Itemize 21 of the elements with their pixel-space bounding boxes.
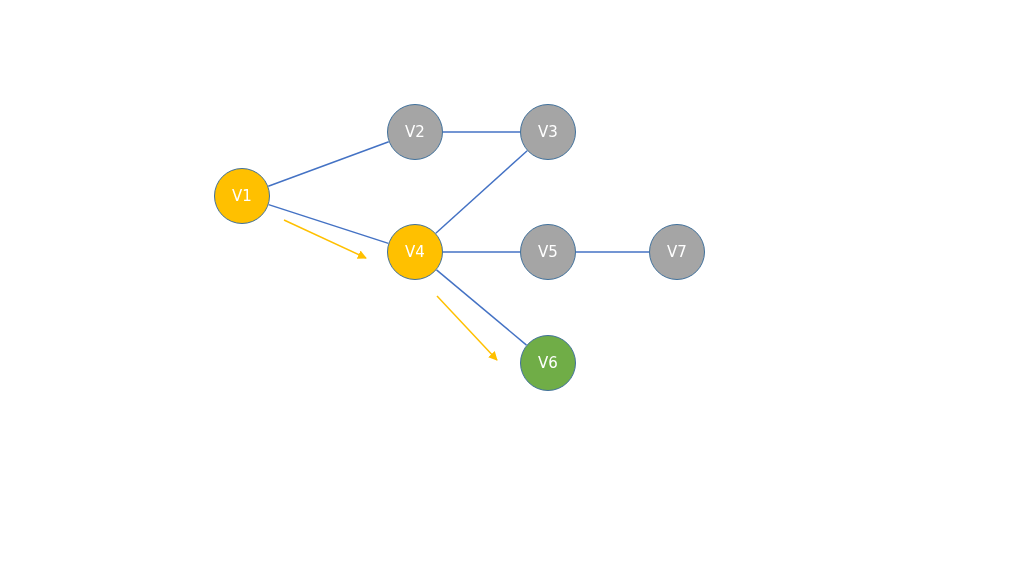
vertex-label: V4	[405, 243, 425, 261]
vertex-circle	[214, 168, 270, 224]
connector-line	[267, 140, 390, 188]
connector-line	[267, 203, 390, 245]
vertex-circle	[520, 335, 576, 391]
vertex-circle	[387, 104, 443, 160]
vertex-label: V5	[538, 243, 558, 261]
connector-line	[435, 150, 528, 234]
vertex-label: V3	[538, 123, 558, 141]
connector-line	[575, 251, 650, 253]
connector-line	[435, 269, 528, 346]
vertex-circle	[520, 224, 576, 280]
vertex-circle	[649, 224, 705, 280]
vertex-circle	[387, 224, 443, 280]
connector-line	[442, 251, 521, 253]
vertex-label: V6	[538, 354, 558, 372]
vertex-label: V7	[667, 243, 687, 261]
vertex-label: V2	[405, 123, 425, 141]
vertex-label: V1	[232, 187, 252, 205]
connector-line	[442, 131, 521, 133]
vertex-circle	[520, 104, 576, 160]
